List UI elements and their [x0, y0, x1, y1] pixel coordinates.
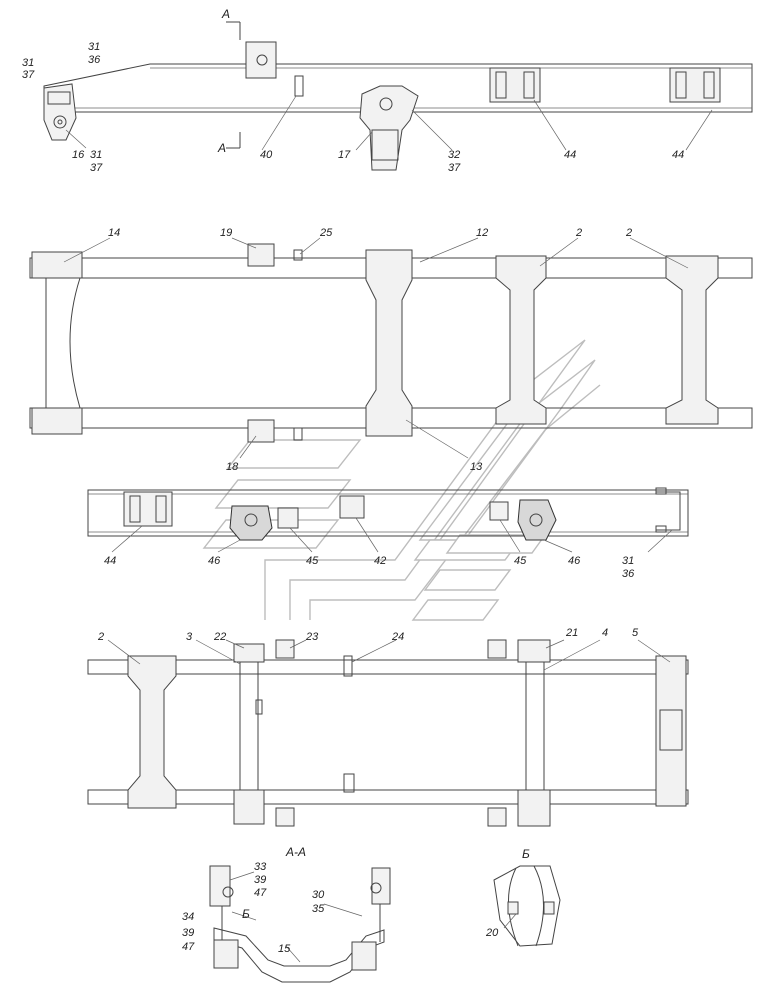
detail-b [493, 865, 561, 947]
watermark-logo [202, 339, 601, 621]
label-37: 37 [22, 69, 35, 81]
label-24: 24 [391, 631, 404, 643]
label-31: 31 [22, 57, 34, 69]
label-35: 35 [312, 903, 325, 915]
label-13: 13 [470, 461, 483, 473]
view-4-rear-plan-frame [87, 639, 689, 827]
label-45: 45 [514, 555, 527, 567]
label-40: 40 [260, 149, 273, 161]
label-20: 20 [485, 927, 499, 939]
detail-b-labels: Б 20 [485, 847, 530, 939]
label-47: 47 [254, 887, 267, 899]
label-a-bottom: А [217, 141, 226, 155]
label-5: 5 [632, 627, 639, 639]
label-32: 32 [448, 149, 460, 161]
label-30: 30 [312, 889, 325, 901]
label-22: 22 [213, 631, 226, 643]
label-16: 16 [72, 149, 85, 161]
section-a-a-labels: А-А 33 39 47 34 39 47 Б 30 35 15 [182, 845, 325, 955]
section-title: А-А [285, 845, 306, 859]
label-b: Б [242, 907, 250, 921]
label-12: 12 [476, 227, 488, 239]
view-2-labels: 14 19 25 12 2 2 18 13 [108, 227, 632, 473]
section-a-a [209, 865, 391, 983]
label-15: 15 [278, 943, 291, 955]
detail-title: Б [522, 847, 530, 861]
label-37: 37 [90, 162, 103, 174]
label-31: 31 [88, 41, 100, 53]
view-4-labels: 2 3 22 23 24 21 4 5 [97, 627, 639, 643]
label-3: 3 [186, 631, 193, 643]
view-1-side-frame [43, 21, 753, 171]
view-3-rear-side-frame [87, 487, 689, 553]
label-21: 21 [565, 627, 578, 639]
label-47: 47 [182, 941, 195, 953]
label-17: 17 [338, 149, 351, 161]
label-33: 33 [254, 861, 267, 873]
label-23: 23 [305, 631, 319, 643]
label-18: 18 [226, 461, 239, 473]
label-39: 39 [182, 927, 194, 939]
label-25: 25 [319, 227, 333, 239]
label-46: 46 [208, 555, 221, 567]
label-46: 46 [568, 555, 581, 567]
label-31: 31 [90, 149, 102, 161]
label-19: 19 [220, 227, 232, 239]
label-34: 34 [182, 911, 194, 923]
view-2-plan-frame [29, 237, 753, 459]
label-36: 36 [88, 54, 101, 66]
label-31: 31 [622, 555, 634, 567]
label-42: 42 [374, 555, 386, 567]
label-2: 2 [625, 227, 632, 239]
label-2: 2 [575, 227, 582, 239]
label-36: 36 [622, 568, 635, 580]
label-14: 14 [108, 227, 120, 239]
label-37: 37 [448, 162, 461, 174]
label-39: 39 [254, 874, 266, 886]
view-1-labels: А А 31 37 31 36 16 31 37 40 17 32 37 44 … [22, 7, 684, 174]
label-45: 45 [306, 555, 319, 567]
label-44: 44 [564, 149, 576, 161]
label-44: 44 [104, 555, 116, 567]
label-a-top: А [221, 7, 230, 21]
label-44: 44 [672, 149, 684, 161]
label-4: 4 [602, 627, 608, 639]
label-2: 2 [97, 631, 104, 643]
view-3-labels: 44 46 45 42 45 46 31 36 [104, 555, 635, 580]
